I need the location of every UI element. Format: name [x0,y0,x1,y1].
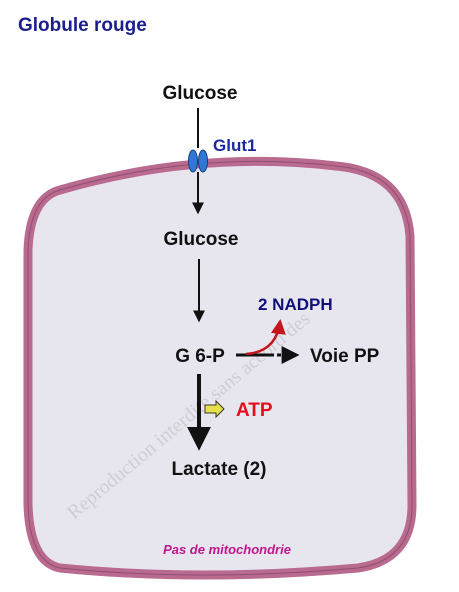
cell-membrane-inner-line [27,160,413,576]
g6p-label: G 6-P [175,346,225,367]
lactate-label: Lactate (2) [171,459,266,480]
glucose-inside-label: Glucose [164,229,239,250]
no-mitochondria-note: Pas de mitochondrie [163,542,291,557]
pentose-pathway-label: Voie PP [310,346,380,367]
nadph-label: 2 NADPH [258,295,333,314]
hollow-arrow-icon [204,399,225,419]
channel-icon [188,149,208,173]
diagram-title: Globule rouge [18,15,147,36]
glucose-outside-label: Glucose [163,83,238,104]
arrow-to-nadph [245,319,286,356]
glut1-label: Glut1 [213,136,256,155]
atp-label: ATP [236,400,273,421]
